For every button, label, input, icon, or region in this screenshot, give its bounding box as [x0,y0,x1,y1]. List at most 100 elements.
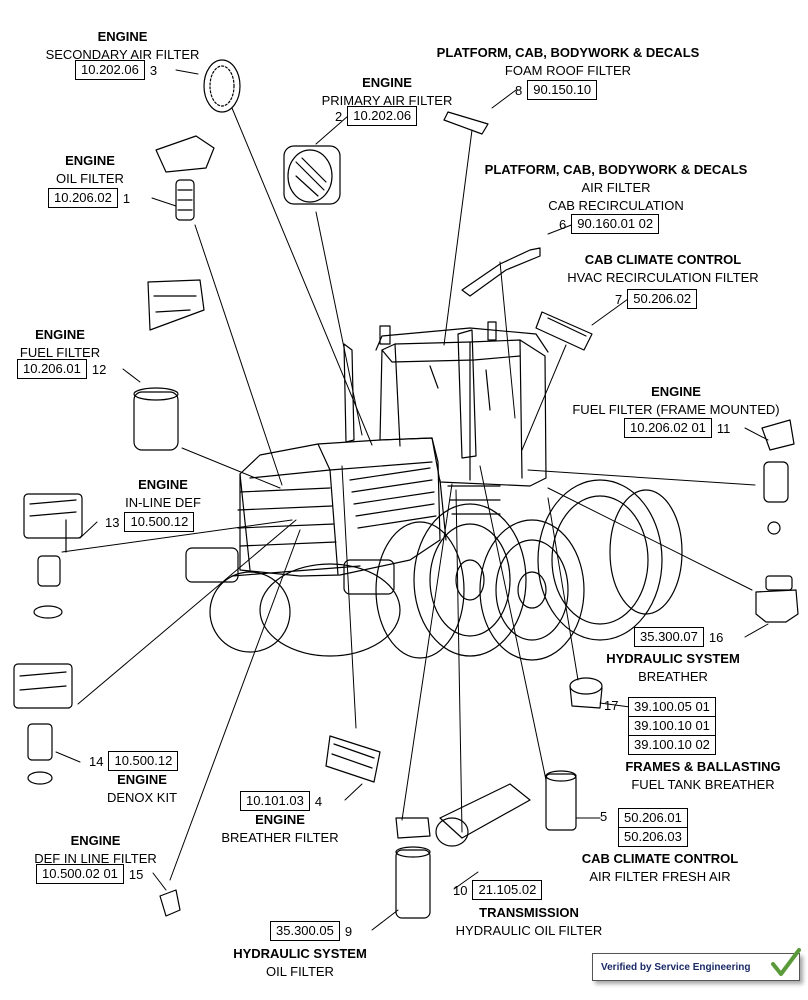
item-number: 12 [91,361,107,377]
ref-17: 17 39.100.05 01 39.100.10 01 39.100.10 0… [604,697,716,755]
item-number: 11 [716,420,731,436]
part-name-label-2: CAB RECIRCULATION [548,198,684,213]
ref-box[interactable]: 10.202.06 [347,106,418,126]
ref-box[interactable]: 39.100.10 01 [628,717,716,736]
ref-6: 6 90.160.01 02 [554,214,660,234]
ref-3: 10.202.06 3 [75,60,162,80]
part-name-label: FUEL FILTER (FRAME MOUNTED) [572,402,780,417]
callout-def-inline-filter: ENGINE DEF IN LINE FILTER [8,832,183,868]
category-label: PLATFORM, CAB, BODYWORK & DECALS [484,162,748,177]
item-number: 2 [335,108,343,124]
ref-1: 10.206.02 1 [48,188,135,208]
item-number: 13 [105,514,120,530]
part-name-label: DENOX KIT [106,790,178,805]
part-8-foam-roof-filter [443,111,489,135]
callout-breather-filter: ENGINE BREATHER FILTER [210,811,350,847]
category-label: ENGINE [97,29,148,44]
ref-box[interactable]: 39.100.05 01 [628,697,716,717]
part-name-label: SECONDARY AIR FILTER [45,47,200,62]
category-label: ENGINE [65,153,115,168]
part-12-fuel-filter [133,279,205,451]
category-label: CAB CLIMATE CONTROL [584,252,742,267]
part-9-hydraulic-oil-filter [395,817,431,919]
part-2-primary-air-filter [283,145,341,205]
item-number: 7 [615,291,623,307]
category-label: FRAMES & BALLASTING [625,759,781,774]
ref-5: 5 50.206.01 50.206.03 [600,808,688,847]
item-number: 8 [515,82,523,98]
part-6-cab-recirculation-filter [461,247,541,297]
part-16-hydraulic-breather [755,575,799,623]
part-4-breather-filter [325,735,381,783]
category-label: ENGINE [138,477,188,492]
callout-fuel-filter-frame-mounted: ENGINE FUEL FILTER (FRAME MOUNTED) [558,383,794,419]
ref-9: 35.300.05 9 [270,921,357,941]
ref-box[interactable]: 90.160.01 02 [571,214,660,234]
part-name-label: FUEL TANK BREATHER [631,777,775,792]
ref-13: 13 10.500.12 [100,512,195,532]
ref-10: 10 21.105.02 [448,880,543,900]
part-1-oil-filter [155,135,215,221]
ref-15: 10.500.02 01 15 [36,864,148,884]
part-name-label: HVAC RECIRCULATION FILTER [567,270,759,285]
ref-box[interactable]: 10.101.03 [240,791,310,811]
verified-text: Verified by Service Engineering [601,961,751,973]
ref-box[interactable]: 39.100.10 02 [628,736,716,755]
ref-box[interactable]: 35.300.07 [634,627,704,647]
checkmark-icon [771,948,801,976]
item-number: 16 [708,629,724,645]
ref-11: 10.206.02 01 11 [624,418,735,438]
ref-box[interactable]: 50.206.02 [627,289,698,309]
category-label: TRANSMISSION [479,905,579,920]
ref-box[interactable]: 10.500.02 01 [36,864,124,884]
ref-16: 35.300.07 16 [634,627,728,647]
ref-14: 14 10.500.12 [84,751,179,771]
part-14-denox-kit [13,663,73,785]
part-10-hydraulic-oil-filter [435,783,531,847]
ref-box[interactable]: 10.202.06 [75,60,145,80]
ref-box[interactable]: 35.300.05 [270,921,340,941]
ref-box[interactable]: 10.206.02 01 [624,418,712,438]
ref-box[interactable]: 90.150.10 [527,80,598,100]
category-label: HYDRAULIC SYSTEM [233,946,367,961]
category-label: ENGINE [255,812,305,827]
callout-hydraulic-breather: HYDRAULIC SYSTEM BREATHER [595,650,751,686]
part-13-inline-def [23,493,83,619]
ref-box[interactable]: 50.206.03 [618,828,688,847]
item-number: 10 [453,882,468,898]
ref-box[interactable]: 50.206.01 [618,808,688,828]
tractor-body [185,321,683,661]
item-number: 17 [604,698,619,713]
ref-box[interactable]: 21.105.02 [472,880,543,900]
category-label: ENGINE [117,772,167,787]
part-name-label: IN-LINE DEF [125,495,201,510]
leader-lines [55,69,769,931]
ref-box[interactable]: 10.206.01 [17,359,87,379]
part-name-label: FUEL FILTER [19,345,101,360]
item-number: 1 [122,190,131,206]
ref-box-stack: 50.206.01 50.206.03 [618,808,688,847]
callout-secondary-air-filter: ENGINE SECONDARY AIR FILTER [35,28,210,64]
item-number: 3 [149,62,158,78]
callout-hvac-recirculation-filter: CAB CLIMATE CONTROL HVAC RECIRCULATION F… [548,251,778,287]
ref-box[interactable]: 10.206.02 [48,188,118,208]
callout-cab-recirculation-filter: PLATFORM, CAB, BODYWORK & DECALS AIR FIL… [472,161,760,215]
item-number: 15 [128,866,144,882]
part-name-label: BREATHER [638,669,708,684]
category-label: ENGINE [362,75,412,90]
category-label: ENGINE [651,384,701,399]
ref-2: 2 10.202.06 [330,106,418,126]
callout-oil-filter: ENGINE OIL FILTER [40,152,140,188]
callout-primary-air-filter: ENGINE PRIMARY AIR FILTER [312,74,462,110]
ref-box[interactable]: 10.500.12 [108,751,179,771]
callout-foam-roof-filter: PLATFORM, CAB, BODYWORK & DECALS FOAM RO… [423,44,713,80]
item-number: 6 [559,216,567,232]
verified-badge: Verified by Service Engineering [592,948,801,981]
category-label: PLATFORM, CAB, BODYWORK & DECALS [436,45,700,60]
callout-denox-kit: ENGINE DENOX KIT [94,771,190,807]
ref-box[interactable]: 10.500.12 [124,512,195,532]
item-number: 4 [314,793,323,809]
callout-fuel-filter: ENGINE FUEL FILTER [10,326,110,362]
